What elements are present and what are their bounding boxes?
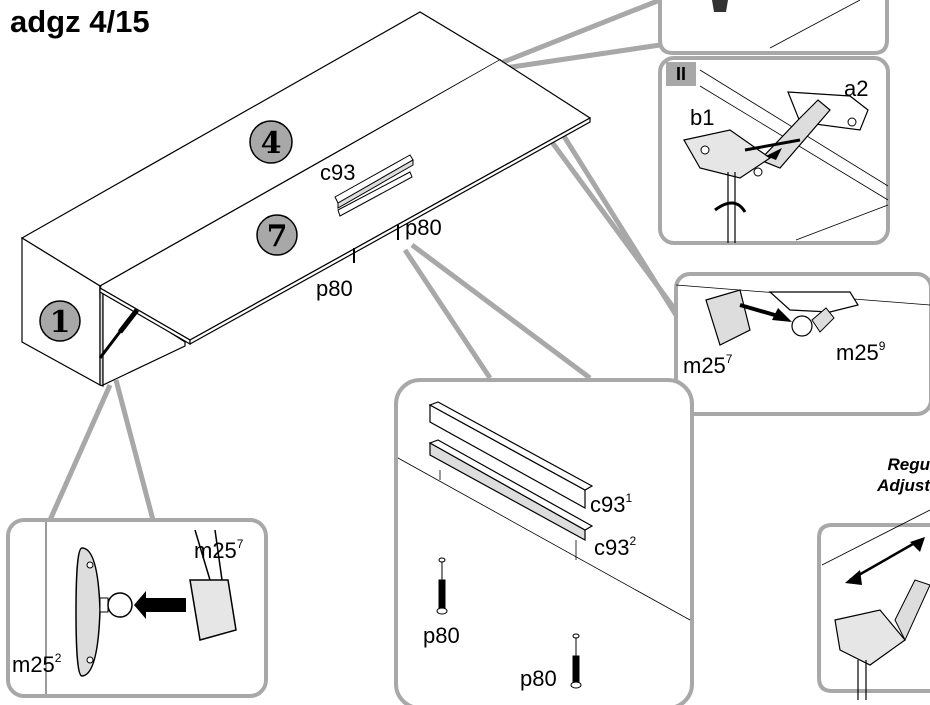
label-p80-left: p80 (316, 276, 353, 301)
part-badge-4: 4 (249, 120, 293, 164)
label-m25-7-mount: m257 (194, 537, 244, 563)
label-p80-right: p80 (405, 215, 442, 240)
label-m25-7-ball: m257 (683, 352, 733, 378)
detail-panel-top (658, 0, 889, 55)
detail-panel-II: II a2 b1 (658, 56, 890, 245)
screw-p80-a (436, 557, 448, 615)
label-c93-1: c931 (590, 491, 632, 517)
label-c93-2: c932 (594, 534, 636, 560)
label-p80-a: p80 (423, 623, 460, 648)
svg-text:1: 1 (50, 305, 71, 340)
detail-panel-ball: m257 m259 (674, 272, 930, 416)
step-label-II: II (676, 64, 686, 84)
svg-text:7: 7 (267, 219, 288, 254)
rail-c93-main (334, 154, 414, 217)
adjust-note-line1: Regu (888, 455, 930, 474)
detail-panel-rail: c931 c932 p80 p80 (394, 378, 694, 705)
label-b1: b1 (690, 105, 714, 130)
svg-text:4: 4 (261, 126, 282, 161)
label-m25-9: m259 (836, 339, 886, 365)
label-a2: a2 (844, 76, 868, 101)
detail-panel-mount: m257 m252 (6, 518, 268, 698)
label-c93: c93 (320, 160, 355, 185)
part-badge-7: 7 (256, 214, 298, 256)
screw-p80-main (353, 225, 399, 263)
cabinet (20, 11, 592, 387)
screw-p80-b (570, 633, 582, 689)
detail-panel-adjust (817, 509, 930, 700)
label-p80-b: p80 (520, 666, 557, 691)
part-badge-1: 1 (39, 300, 81, 342)
page-title: adgz 4/15 (10, 4, 150, 39)
adjust-note-line2: Adjust (876, 476, 930, 495)
label-m25-2: m252 (12, 651, 62, 677)
